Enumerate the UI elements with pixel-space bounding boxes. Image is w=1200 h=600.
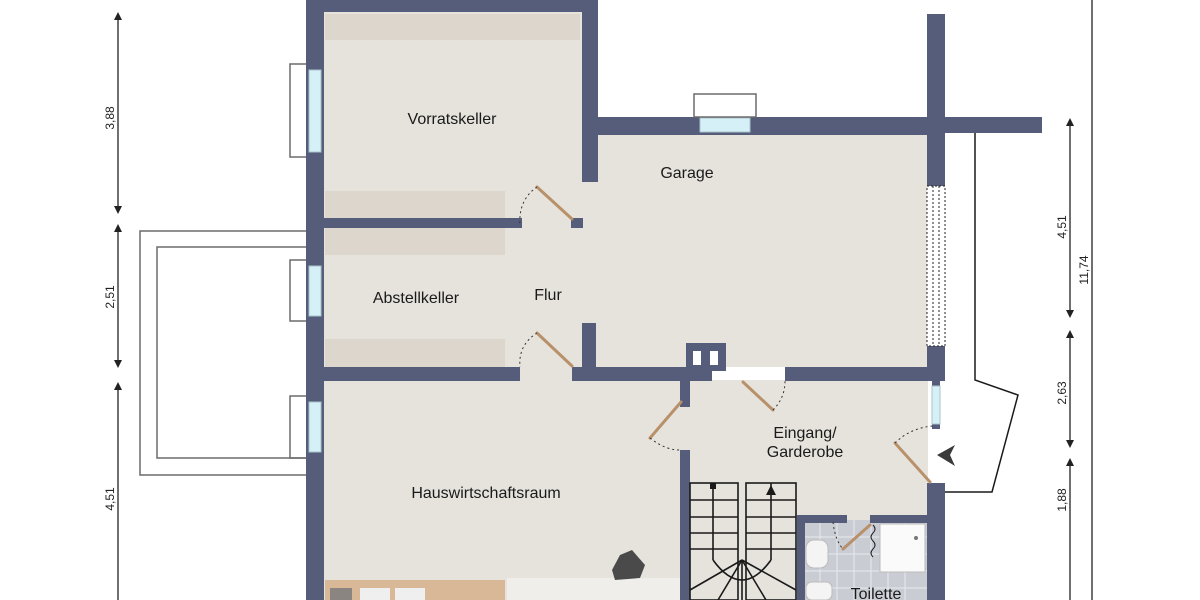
- door-hwr: [648, 400, 683, 440]
- room-label-vorratskeller: Vorratskeller: [408, 111, 498, 128]
- stair-start-marker: [710, 483, 716, 489]
- door-toilet: [841, 523, 872, 551]
- window-entrance: [931, 385, 941, 425]
- room-label-garderobe: Garderobe: [767, 444, 844, 461]
- dim-left-2: 2,51: [103, 285, 117, 309]
- door-vorrat: [535, 185, 574, 221]
- room-label-garage: Garage: [660, 165, 713, 182]
- window-vorrat: [308, 69, 322, 153]
- shelves: [325, 14, 680, 600]
- dim-right-1: 4,51: [1055, 215, 1069, 239]
- dim-total: 11,74: [1077, 255, 1091, 284]
- staircase: [689, 482, 797, 600]
- room-label-eingang: Eingang/: [773, 425, 837, 442]
- toilet-fixtures: [805, 523, 926, 600]
- windows: [308, 69, 946, 453]
- room-label-hauswirtschaftsraum: Hauswirtschaftsraum: [411, 485, 560, 502]
- dim-right-3: 1,88: [1055, 488, 1069, 512]
- window-well-vorrat: [289, 63, 309, 158]
- window-well-hwr: [289, 395, 309, 459]
- chimney: [686, 343, 726, 371]
- wc: [805, 581, 833, 600]
- stair-up-arrow-icon: [766, 485, 776, 495]
- window-hwr: [308, 401, 322, 453]
- room-labels: Vorratskeller Garage Abstellkeller Flur …: [373, 111, 902, 600]
- room-label-toilette: Toilette: [851, 586, 902, 600]
- dimensions-right: 4,51 2,63 1,88 11,74: [1055, 0, 1093, 600]
- window-garage: [699, 117, 751, 133]
- door-garage: [741, 380, 775, 412]
- door-abstell: [535, 331, 574, 368]
- room-label-flur: Flur: [534, 287, 562, 304]
- porch-outline: [945, 133, 1019, 493]
- dim-left-1: 3,88: [103, 106, 117, 130]
- room-label-abstellkeller: Abstellkeller: [373, 290, 460, 307]
- window-abstell: [308, 265, 322, 317]
- dimensions-left: 3,88 2,51 4,51: [103, 12, 122, 600]
- door-entrance: [893, 441, 932, 484]
- entrance-arrow-icon: [937, 445, 955, 466]
- window-well-abstell: [289, 259, 309, 322]
- shower-tray: [879, 523, 926, 573]
- light-well-left: [139, 63, 309, 476]
- doors: [519, 185, 955, 551]
- appliance-icon: [612, 550, 645, 580]
- sink: [805, 539, 829, 569]
- dim-right-2: 2,63: [1055, 381, 1069, 405]
- dim-left-3: 4,51: [103, 487, 117, 511]
- window-well-garage: [693, 93, 757, 118]
- garage-door: [926, 185, 946, 347]
